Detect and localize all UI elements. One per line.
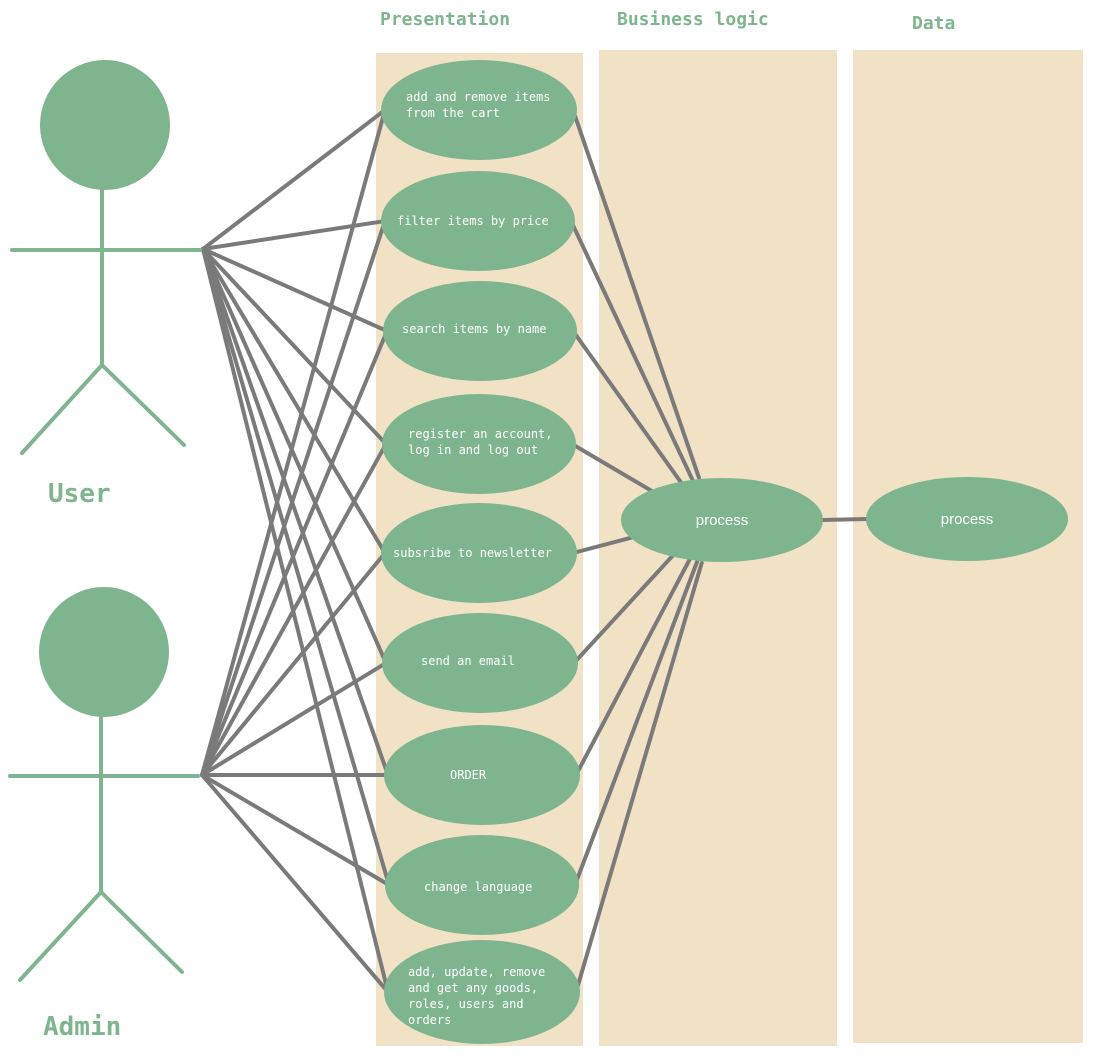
admin-to-usecase-9-line xyxy=(200,773,390,994)
user-to-usecase-4-line xyxy=(201,247,388,446)
connector-lines xyxy=(200,108,869,994)
user-head xyxy=(40,60,170,190)
use-case-label: roles, users and xyxy=(408,997,524,1011)
admin-left-leg xyxy=(18,890,103,982)
data-title: Data xyxy=(912,13,955,34)
business-process-ellipse xyxy=(621,478,823,562)
usecase-3-to-process-line xyxy=(571,329,685,487)
admin-to-usecase-3-line xyxy=(200,329,389,777)
presentation-title: Presentation xyxy=(380,9,510,30)
use-case-label: orders xyxy=(408,1013,451,1027)
use-case-ellipse xyxy=(384,940,580,1044)
user-left-leg xyxy=(20,363,104,455)
user-to-usecase-5-line xyxy=(201,247,387,555)
user-to-usecase-9-line xyxy=(201,247,390,994)
use-case-label: register an account, xyxy=(408,427,553,441)
data-process-label: process xyxy=(941,511,994,528)
use-case-label: send an email xyxy=(421,654,515,668)
usecase-8-to-process-line xyxy=(573,559,700,887)
use-case-label: subsribe to newsletter xyxy=(393,546,552,560)
data-process-node: process xyxy=(866,477,1068,561)
business-process-node: process xyxy=(621,478,823,562)
use-case-label: filter items by price xyxy=(397,214,549,228)
use-case-ellipse xyxy=(384,725,580,825)
business-logic-title: Business logic xyxy=(617,9,769,30)
user-to-usecase-6-line xyxy=(201,247,388,665)
use-case-ellipse xyxy=(385,835,579,935)
user-actor: User xyxy=(10,60,202,509)
use-case-1: add and remove items from the cart xyxy=(381,60,577,160)
use-case-ellipse xyxy=(382,394,576,494)
admin-actor: Admin xyxy=(8,587,200,1042)
process-to-data-process-line xyxy=(820,517,869,522)
use-case-label: and get any goods, xyxy=(408,981,538,995)
use-case-8: change language xyxy=(385,835,579,935)
use-case-6: send an email xyxy=(382,613,578,713)
user-right-leg xyxy=(100,363,186,447)
use-case-4: register an account, log in and log out xyxy=(382,394,576,494)
use-case-label: add and remove items xyxy=(406,90,551,104)
admin-to-usecase-1-line xyxy=(200,108,387,777)
usecase-6-to-process-line xyxy=(572,549,679,665)
admin-right-leg xyxy=(99,890,184,974)
user-label: User xyxy=(48,479,111,509)
usecase-1-to-process-line xyxy=(571,108,701,480)
user-to-usecase-7-line xyxy=(201,247,390,777)
use-case-ellipse xyxy=(381,171,575,271)
usecase-2-to-process-line xyxy=(569,219,695,482)
use-case-label: search items by name xyxy=(402,322,547,336)
user-to-usecase-3-line xyxy=(201,247,389,333)
use-case-ellipse xyxy=(383,281,577,381)
use-case-label: add, update, remove xyxy=(408,965,545,979)
use-case-label: ORDER xyxy=(450,768,487,782)
use-case-label: from the cart xyxy=(406,106,500,120)
admin-to-usecase-2-line xyxy=(200,219,387,777)
use-case-7: ORDER xyxy=(384,725,580,825)
use-case-ellipse xyxy=(381,60,577,160)
use-case-label: log in and log out xyxy=(408,443,538,457)
use-case-ellipse xyxy=(381,503,577,603)
use-case-5: subsribe to newsletter xyxy=(381,503,577,603)
use-case-label: change language xyxy=(424,880,532,894)
usecase-7-to-process-line xyxy=(574,557,692,777)
use-case-3: search items by name xyxy=(383,281,577,381)
admin-to-usecase-5-line xyxy=(200,551,387,777)
business-process-label: process xyxy=(696,512,749,529)
usecase-9-to-process-line xyxy=(574,560,704,994)
use-case-ellipse xyxy=(382,613,578,713)
user-to-usecase-2-line xyxy=(201,219,387,251)
use-case-2: filter items by price xyxy=(381,171,575,271)
admin-label: Admin xyxy=(43,1012,121,1042)
use-case-list: add and remove items from the cart filter … xyxy=(381,60,580,1044)
data-process-ellipse xyxy=(866,477,1068,561)
admin-head xyxy=(39,587,169,717)
use-case-9: add, update, remove and get any goods, rol… xyxy=(384,940,580,1044)
user-to-usecase-8-line xyxy=(201,247,391,887)
user-to-usecase-1-line xyxy=(201,108,387,251)
